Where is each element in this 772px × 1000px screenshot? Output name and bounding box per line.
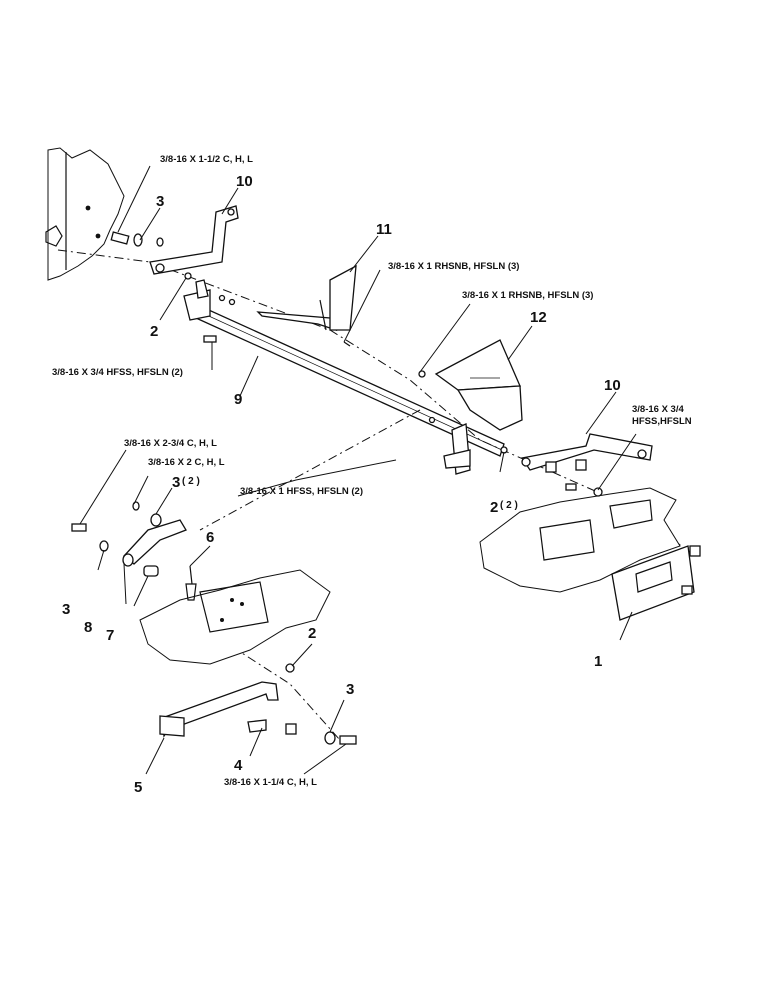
callout-3-lower-right: 3 — [346, 681, 354, 698]
callout-3-mid: 3 — [172, 474, 180, 491]
callout-3-upper: 3 — [156, 193, 164, 210]
hardware-label-mid: 3/8-16 X 1 HFSS, HFSLN (2) — [240, 486, 363, 497]
callout-2-right-qty: ( 2 ) — [500, 500, 518, 511]
center-line-lower — [199, 409, 421, 531]
hardware-label-8-bolt2: 3/8-16 X 2 C, H, L — [148, 457, 225, 468]
callout-7: 7 — [106, 627, 114, 644]
pin-4 — [247, 719, 267, 733]
link-6 — [185, 565, 197, 601]
mount-bracket-2-left — [183, 272, 236, 321]
hardware-label-top: 3/8-16 X 1-1/2 C, H, L — [160, 154, 253, 165]
frame-lower — [139, 569, 331, 665]
frame-right — [479, 487, 681, 593]
hardware-lower-right — [285, 663, 357, 745]
callout-3-mid-qty: ( 2 ) — [182, 476, 200, 487]
callout-2-lower: 2 — [308, 625, 316, 642]
mount-bracket-2-right — [428, 416, 508, 475]
bolt-under-2 — [203, 335, 217, 343]
callout-10-left: 10 — [236, 173, 253, 190]
bracket-10-right — [520, 433, 653, 491]
callout-11: 11 — [376, 221, 392, 238]
hardware-lower-left — [71, 501, 162, 552]
callout-9: 9 — [234, 391, 242, 408]
plate-1 — [611, 545, 701, 621]
callout-3-lower-left: 3 — [62, 601, 70, 618]
callout-2-upper: 2 — [150, 323, 158, 340]
callout-4: 4 — [234, 757, 243, 774]
callout-12: 12 — [530, 309, 547, 326]
frame-mount-top-left — [45, 147, 125, 281]
hardware-label-12: 3/8-16 X 1 RHSNB, HFSLN (3) — [462, 290, 593, 301]
shield-11 — [256, 264, 357, 332]
callout-6: 6 — [206, 529, 214, 546]
spacer-7 — [143, 565, 159, 577]
hardware-upper-left — [110, 231, 164, 247]
callout-8: 8 — [84, 619, 92, 636]
hardware-label-8-bolt: 3/8-16 X 2-3/4 C, H, L — [124, 438, 217, 449]
callout-2-right: 2 — [490, 499, 498, 516]
bracket-10-left — [149, 205, 239, 275]
callout-1: 1 — [594, 653, 602, 670]
hardware-label-11: 3/8-16 X 1 RHSNB, HFSLN (3) — [388, 261, 519, 272]
callout-5: 5 — [134, 779, 142, 796]
lever-5 — [159, 681, 279, 738]
leader-lines — [79, 165, 637, 775]
hardware-label-bottom: 3/8-16 X 1-1/4 C, H, L — [224, 777, 317, 788]
hardware-label-10-right-1: 3/8-16 X 3/4 — [632, 404, 684, 415]
shield-12 — [418, 339, 523, 431]
bolt-11 — [343, 341, 351, 347]
hardware-label-10-right-2: HFSS,HFSLN — [632, 416, 692, 427]
hardware-label-9: 3/8-16 X 3/4 HFSS, HFSLN (2) — [52, 367, 183, 378]
center-line-bottom — [199, 625, 341, 741]
callout-10-right: 10 — [604, 377, 621, 394]
bracket-8 — [122, 519, 187, 567]
